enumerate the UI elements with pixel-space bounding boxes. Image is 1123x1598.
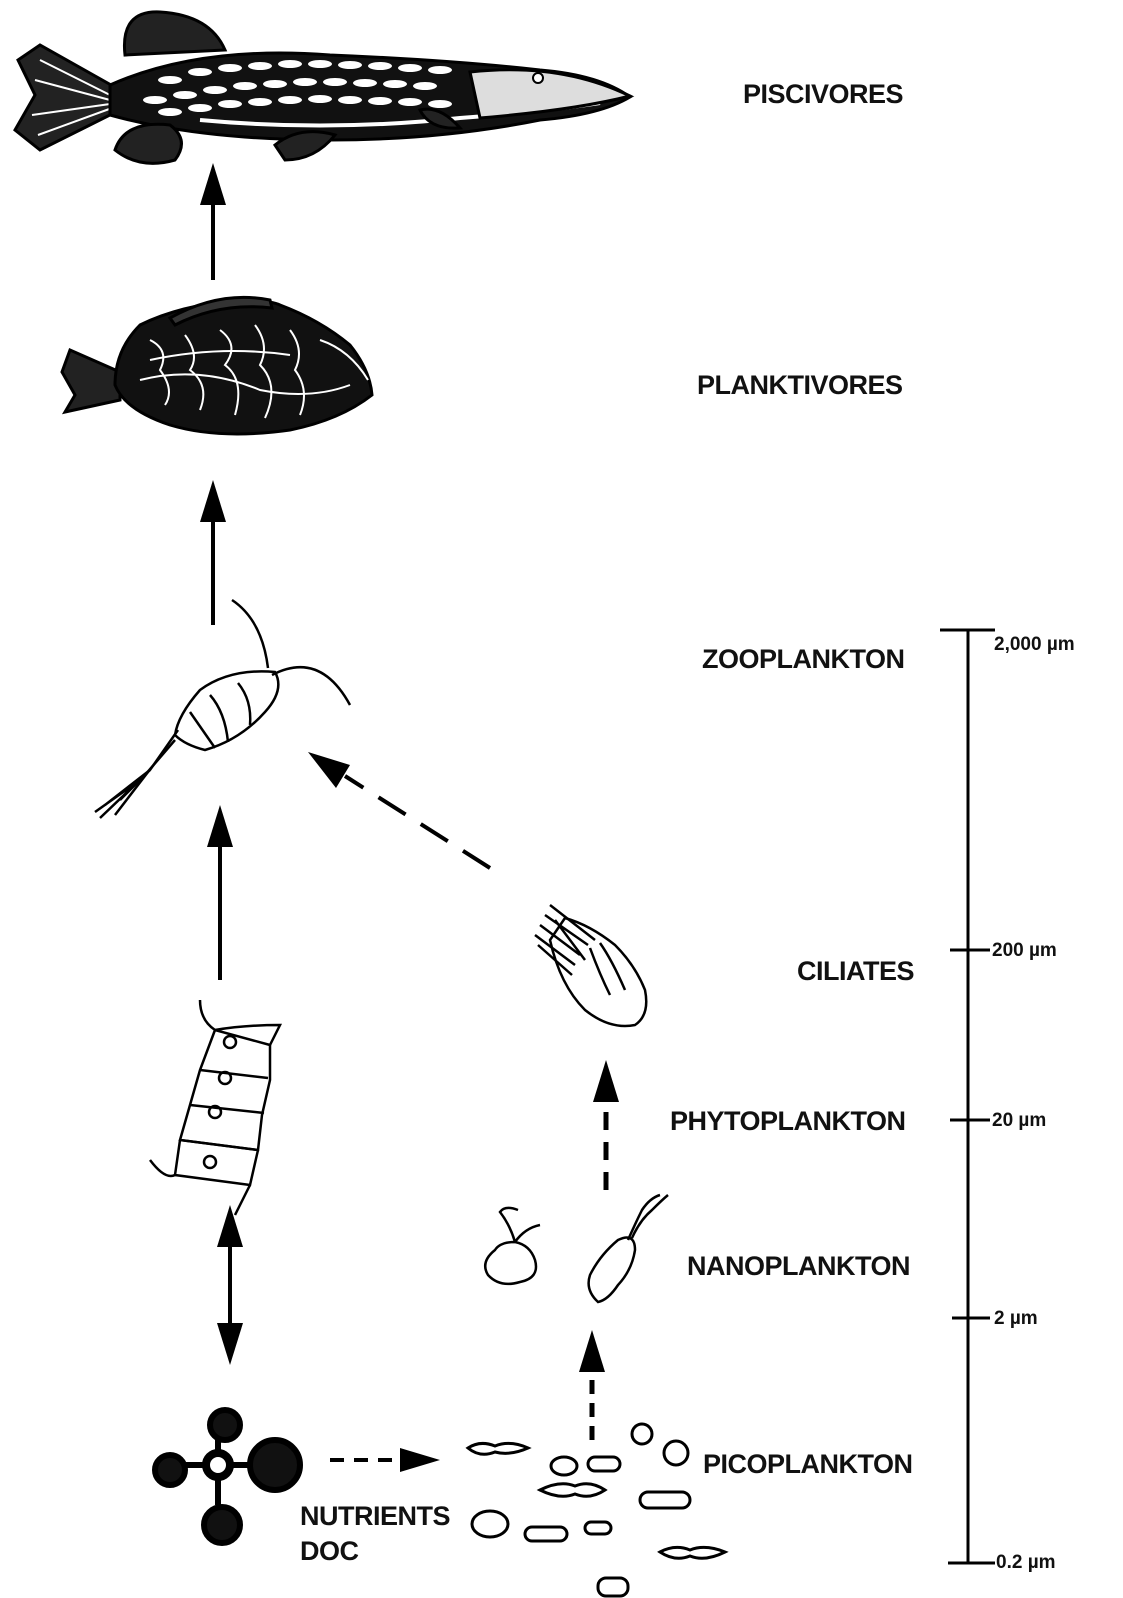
scale-tick-0-2um: 0.2 µm (996, 1552, 1056, 1573)
diatom-chain-illustration (150, 1000, 280, 1215)
label-zooplankton: ZOOPLANKTON (702, 644, 905, 674)
label-ciliates: CILIATES (797, 956, 914, 986)
nanoplankton-flagellates (485, 1195, 668, 1302)
arrow-nutrients-to-picoplankton (330, 1448, 440, 1472)
scale-tick-200um: 200 µm (992, 940, 1057, 961)
arrow-picoplankton-to-nanoplankton (579, 1330, 605, 1440)
pike-illustration (15, 12, 630, 163)
label-doc: DOC (300, 1536, 359, 1566)
scale-tick-2000um: 2,000 µm (994, 634, 1075, 655)
label-planktivores: PLANKTIVORES (697, 370, 903, 400)
label-phytoplankton: PHYTOPLANKTON (670, 1106, 906, 1136)
nutrient-molecule-icon (155, 1410, 300, 1543)
arrow-ciliates-to-zooplankton (308, 752, 490, 868)
label-nanoplankton: NANOPLANKTON (687, 1251, 910, 1281)
label-piscivores: PISCIVORES (743, 79, 903, 109)
scale-tick-2um: 2 µm (994, 1308, 1038, 1329)
arrow-planktivores-to-piscivores (200, 163, 226, 280)
copepod-illustration (95, 600, 350, 818)
arrow-zooplankton-to-planktivores (200, 480, 226, 625)
arrow-phytoplankton-to-zooplankton (207, 805, 233, 980)
arrow-nanoplankton-to-ciliates (593, 1060, 619, 1190)
scale-tick-20um: 20 µm (992, 1110, 1046, 1131)
size-scale-bar (940, 630, 995, 1563)
sunfish-illustration (62, 297, 372, 434)
picoplankton-cells (468, 1424, 725, 1596)
arrow-nutrients-phytoplankton-exchange (217, 1205, 243, 1365)
ciliate-illustration (535, 905, 646, 1026)
label-nutrients: NUTRIENTS (300, 1501, 450, 1531)
label-picoplankton: PICOPLANKTON (703, 1449, 913, 1479)
